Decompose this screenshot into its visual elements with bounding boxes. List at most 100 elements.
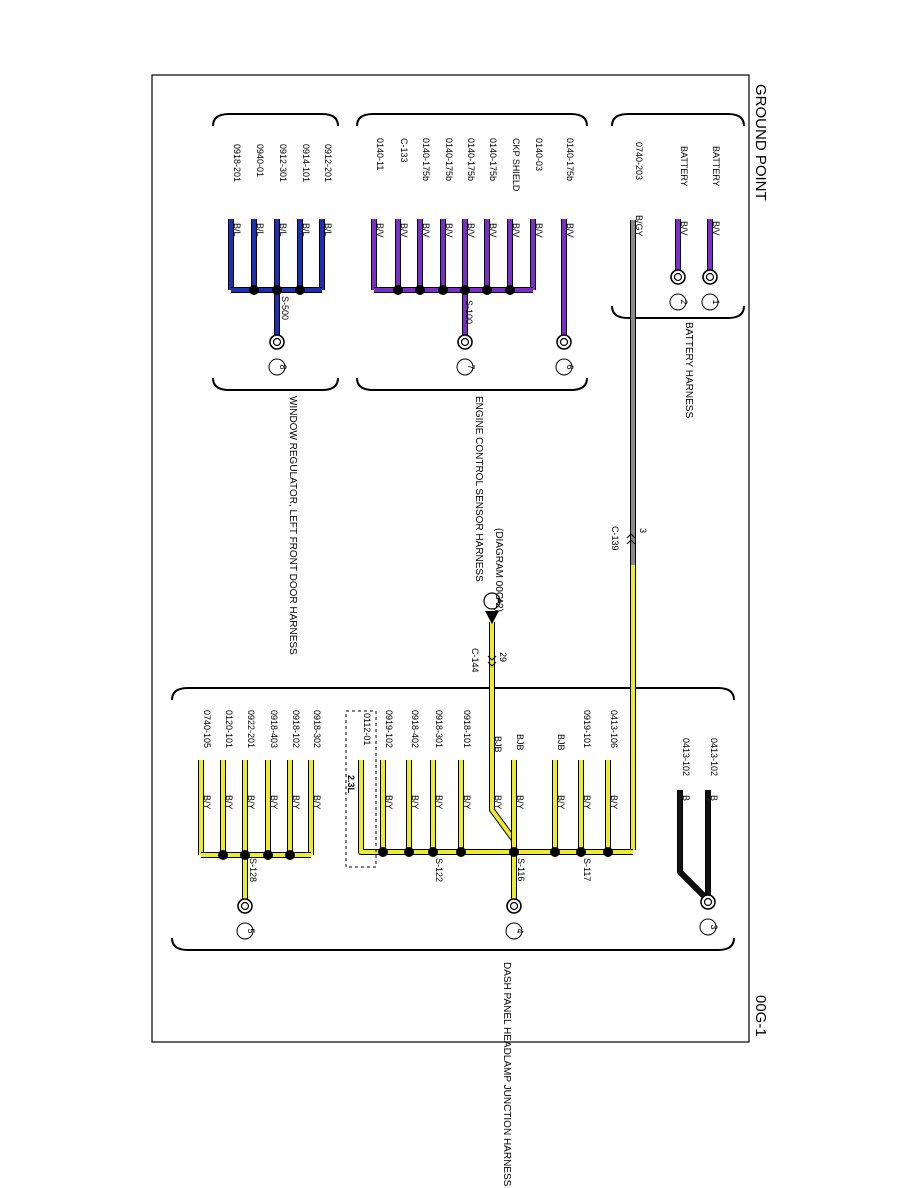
wire-id-label: BATTERY	[679, 146, 689, 187]
connectors: 3 C-139 29 C-144	[470, 526, 648, 673]
splice-dot	[438, 285, 448, 295]
wire-id-label: 0912-301	[278, 144, 288, 182]
engine-harness-bracket	[356, 113, 588, 127]
dash-harness-bracket	[171, 687, 735, 701]
harness-labels: BATTERY HARNESS ENGINE CONTROL SENSOR HA…	[287, 322, 694, 1187]
wire-color-label: B/Y	[410, 795, 420, 810]
splice-dot	[378, 847, 388, 857]
wire-color-label: B/V	[511, 223, 521, 238]
ground-number-circle	[701, 293, 719, 311]
wire-id-label: 0140-175b	[488, 138, 498, 181]
wire-id-label: 0919-102	[384, 710, 394, 748]
splice-dot	[240, 850, 250, 860]
splice-dot	[218, 850, 228, 860]
wire-color-label: B/V	[375, 223, 385, 238]
wire-color-label: B/L	[278, 223, 288, 237]
ground-number-circle	[699, 918, 717, 936]
splice-label: S-122	[434, 858, 444, 882]
wire-id-label: 0112-01	[362, 713, 372, 745]
wire-id-label: 0140-175b	[444, 138, 454, 181]
window-harness-bracket	[212, 113, 339, 127]
page-title: GROUND POINT	[752, 84, 769, 201]
wire-color-label: B/V	[421, 223, 431, 238]
wire-id-label: 0413-102	[709, 738, 719, 776]
wire-labels: BATTERYB/VBATTERYB/V0740-203B/GY0140-175…	[202, 138, 721, 810]
connector-c139-mark	[626, 533, 636, 545]
splice-dot	[272, 285, 282, 295]
battery-harness-bracket	[611, 113, 745, 127]
ground-terminal-outer	[457, 334, 473, 350]
ground-number-circle	[268, 358, 286, 376]
ground-terminal-outer	[700, 894, 716, 910]
wire-color-label: B/V	[679, 221, 689, 236]
engine-harness-bracket-bottom	[356, 377, 588, 391]
wire-id-label: BJB	[556, 734, 566, 751]
splice-dot	[249, 285, 259, 295]
ground-number: 3	[709, 924, 719, 929]
wire-color-label: B/L	[232, 223, 242, 237]
wire-id-label: 0918-102	[291, 710, 301, 748]
ground-number: 2	[679, 299, 689, 304]
wire-color-label: B	[709, 795, 719, 801]
wire-0112-01-outline	[358, 760, 383, 855]
splice-dot	[603, 847, 613, 857]
ground-number: 7	[466, 364, 476, 369]
ground-number: 5	[246, 928, 256, 933]
wire-color-label: B/Y	[291, 795, 301, 810]
splice-dot	[295, 285, 305, 295]
wire-color-label: B/Y	[462, 795, 472, 810]
wire-id-label: 0140-03	[534, 138, 544, 171]
wire-id-label: C-133	[399, 138, 409, 163]
wire-color-label: B/V	[711, 221, 721, 236]
harness-brackets	[171, 113, 745, 951]
wire-0413-102-b	[678, 790, 710, 902]
ground-terminal-inner	[272, 337, 282, 347]
splice-label: S-500	[280, 296, 290, 320]
wire-id-label: 0918-402	[410, 710, 420, 748]
wire-id-label: 0918-101	[462, 710, 472, 748]
wire-id-label: CKP SHIELD	[511, 138, 521, 192]
ground-terminal-outer	[670, 269, 686, 285]
wire-color-label: B/L	[323, 223, 333, 237]
ground-number: 6	[565, 364, 575, 369]
harness-label-battery: BATTERY HARNESS	[683, 322, 694, 418]
splice-dot	[393, 285, 403, 295]
wire-color-label: B/V	[466, 223, 476, 238]
splice-dot	[482, 285, 492, 295]
wire-0112-01	[359, 760, 383, 854]
ground-number: 1	[711, 299, 721, 304]
wire-color-label: B/Y	[582, 795, 592, 810]
ground-number-circle	[555, 358, 573, 376]
splice-dot	[509, 847, 519, 857]
offpage-ref: (DIAGRAM 00G-2)	[493, 528, 504, 612]
wire-id-label: 0740-105	[202, 710, 212, 748]
wire-color-label: B/Y	[384, 795, 394, 810]
wire-color-label: B/Y	[515, 795, 525, 810]
splice-dot	[460, 285, 470, 295]
wire-id-label: 0918-302	[312, 710, 322, 748]
ground-number-circle	[669, 293, 687, 311]
wire-id-label: 0914-101	[301, 144, 311, 182]
wire-color-label: B/GY	[634, 215, 644, 237]
offpage-reference: A (DIAGRAM 00G-2)	[483, 528, 504, 624]
ground-terminal-inner	[673, 272, 683, 282]
dash-harness-bracket-bottom	[171, 937, 735, 951]
wire-id-label: 0740-203	[634, 142, 644, 180]
ground-number-circle	[456, 358, 474, 376]
wire-color-label: B/V	[399, 223, 409, 238]
wire-color-label: B/Y	[493, 795, 503, 810]
splice-label: S-128	[248, 858, 258, 882]
ground-terminal-inner	[240, 901, 250, 911]
wire-id-label: 0413-106	[609, 710, 619, 748]
connector-c144-mark	[487, 655, 497, 667]
offpage-arrow	[485, 611, 499, 624]
ground-number: 4	[515, 928, 525, 933]
ground-number-circle	[505, 922, 523, 940]
wire-color-label: B/Y	[269, 795, 279, 810]
splice-dot	[456, 847, 466, 857]
splice-dots	[218, 285, 613, 860]
harness-label-window: WINDOW REGULATOR, LEFT FRONT DOOR HARNES…	[287, 396, 298, 655]
ground-terminal-outer	[506, 898, 522, 914]
